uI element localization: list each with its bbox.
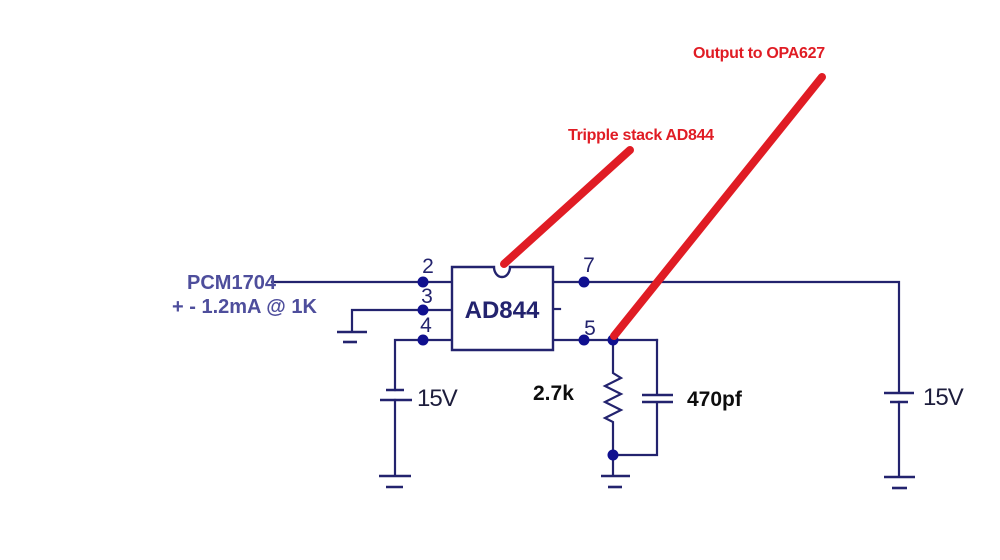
ad844-chip — [450, 265, 555, 352]
input-source-label: PCM1704 — [187, 272, 277, 294]
pin5-number: 5 — [584, 317, 596, 340]
pin4-supply-wire — [393, 338, 454, 392]
capacitor-bottom-wire — [611, 401, 659, 457]
pin3-ground-wire — [350, 308, 454, 333]
chip-label: AD844 — [465, 297, 540, 324]
battery-left-value-label: 15V — [417, 385, 458, 412]
annotation-line-stack — [500, 146, 634, 268]
junction-dot-pin7 — [578, 276, 590, 288]
pin4-number: 4 — [420, 314, 432, 337]
pin2-number: 2 — [422, 255, 434, 278]
junction-dot-pin4 — [417, 334, 429, 346]
ground-symbol-pin3 — [337, 330, 367, 344]
pin3-number: 3 — [421, 285, 433, 308]
resistor-value-label: 2.7k — [533, 382, 574, 405]
battery-right-value-label: 15V — [923, 384, 964, 411]
junction-dot-pin3 — [417, 304, 429, 316]
capacitor-symbol — [642, 393, 673, 404]
ground-symbol-battery-right — [884, 475, 915, 490]
ground-symbol-rc — [601, 474, 630, 489]
junction-dot-pin2 — [417, 276, 429, 288]
resistor-symbol — [602, 338, 624, 457]
capacitor-value-label: 470pf — [687, 388, 743, 411]
annotation-line-output — [610, 73, 826, 340]
annotation-output-text: Output to OPA627 — [693, 45, 825, 62]
battery-left-symbol — [380, 388, 412, 402]
annotation-stack-text: Tripple stack AD844 — [568, 127, 714, 144]
junction-dot-rc-bottom — [607, 449, 619, 461]
battery-right-symbol — [884, 391, 914, 404]
input-spec-label: + - 1.2mA @ 1K — [172, 296, 317, 318]
pin7-number: 7 — [583, 254, 595, 277]
ground-symbol-battery-left — [379, 474, 411, 489]
pin7-supply-wire — [551, 280, 901, 394]
junction-dot-pin5 — [578, 334, 590, 346]
